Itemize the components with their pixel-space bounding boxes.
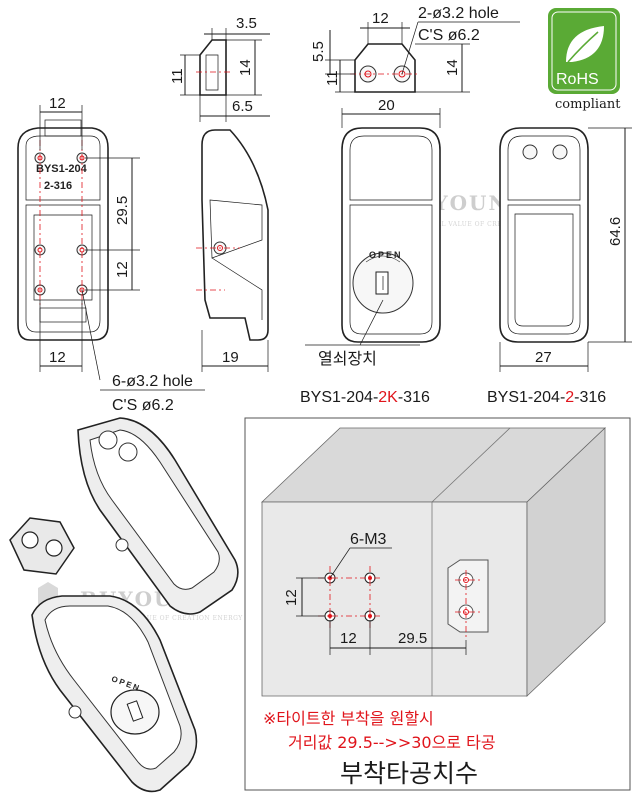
iso-keeper <box>9 517 75 575</box>
marking-line2: 2-316 <box>44 180 72 192</box>
dim-side-6-5: 6.5 <box>232 98 253 115</box>
svg-text:COMMERCIAL VALUE OF CREATION E: COMMERCIAL VALUE OF CREATION ENERGY <box>80 615 243 622</box>
callout-front-holes-2: C'S ø6.2 <box>112 397 174 414</box>
dim-side-3-5: 3.5 <box>236 15 257 32</box>
iso-key-latch: OPEN <box>31 595 198 793</box>
dim-front-29-5: 29.5 <box>114 196 131 225</box>
dim-front-12-v: 12 <box>114 261 131 278</box>
dim-plain-27: 27 <box>535 349 552 366</box>
callout-keeper-holes-2: C'S ø6.2 <box>418 27 480 44</box>
dim-keeper-14: 14 <box>444 59 461 76</box>
iso-plain-latch <box>77 417 239 615</box>
callout-keeper-holes-1: 2-ø3.2 hole <box>418 5 499 22</box>
side-view: 19 <box>196 129 269 372</box>
tap-label: 6-M3 <box>350 531 387 548</box>
mount-dim-h2: 29.5 <box>398 630 427 647</box>
mount-note-1: ※타이트한 부착을 원할시 <box>263 709 434 728</box>
callout-front-holes-1: 6-ø3.2 hole <box>112 373 193 390</box>
key-model-view: OPEN 20 열쇠장치 BYS1-204-2K-316 <box>300 97 441 406</box>
dim-side-11: 11 <box>169 68 186 84</box>
keeper-view: 12 2-ø3.2 hole C'S ø6.2 5.5 11 14 <box>310 5 520 93</box>
dim-front-bottom: 12 <box>49 349 66 366</box>
dim-keeper-11: 11 <box>324 70 341 86</box>
mount-title: 부착타공치수 <box>340 759 478 788</box>
plain-model-view: 64.6 27 BYS1-204-2-316 <box>487 127 632 406</box>
mount-note-2: 거리값 29.5-->>30으로 타공 <box>288 733 496 752</box>
lock-label: 열쇠장치 <box>318 349 377 368</box>
mount-dim-h1: 12 <box>340 630 357 647</box>
front-view: BYS1-204 2-316 12 29.5 12 12 <box>17 95 205 414</box>
mounting-diagram: 6-M3 12 12 29.5 ※타이트한 부착을 원할시 거리값 29.5--… <box>244 417 631 791</box>
dim-keeper-5-5: 5.5 <box>310 41 327 62</box>
key-model-code: BYS1-204-2K-316 <box>300 389 430 406</box>
side-top-view: 3.5 11 14 6.5 <box>169 15 270 122</box>
dim-side-14: 14 <box>237 59 254 76</box>
open-marking: OPEN <box>369 250 403 260</box>
dim-side-19: 19 <box>222 349 239 366</box>
rohs-subtitle: compliant <box>555 97 621 112</box>
dim-keeper-12: 12 <box>372 10 389 27</box>
plain-model-code: BYS1-204-2-316 <box>487 389 606 406</box>
mount-dim-v: 12 <box>283 589 300 606</box>
svg-text:COMMERCIAL VALUE OF CREATION E: COMMERCIAL VALUE OF CREATION ENERGY <box>395 221 558 228</box>
marking-line1: BYS1-204 <box>36 163 88 175</box>
dim-front-top: 12 <box>49 95 66 112</box>
rohs-title: RoHS <box>556 71 599 88</box>
dim-plain-64-6: 64.6 <box>607 217 624 246</box>
dim-key-20: 20 <box>378 97 395 114</box>
rohs-logo: RoHS compliant <box>548 8 621 112</box>
